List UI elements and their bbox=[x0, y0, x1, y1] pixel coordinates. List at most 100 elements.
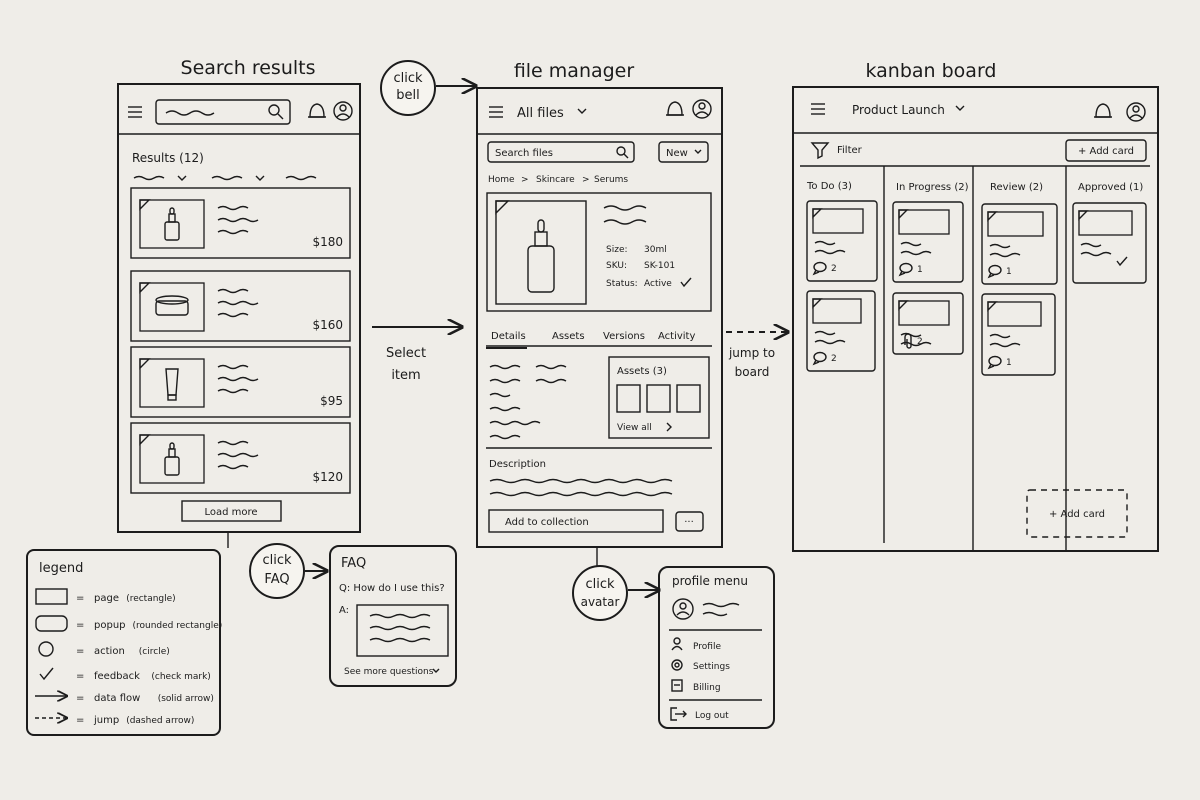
profile-email-scribble bbox=[702, 611, 728, 617]
legend-equals: = bbox=[76, 671, 84, 682]
product-card[interactable]: $120 bbox=[130, 422, 351, 494]
breadcrumb-sep: > bbox=[521, 175, 529, 185]
kanban-card[interactable]: 1 bbox=[892, 201, 964, 283]
kanban-card-count: 1 bbox=[1006, 267, 1012, 277]
description-label: Description bbox=[489, 459, 546, 470]
legend-equals: = bbox=[76, 646, 84, 657]
breadcrumb-home[interactable]: Home bbox=[488, 175, 515, 185]
chevron-down-icon[interactable] bbox=[432, 668, 440, 673]
faq-answer-prefix: A: bbox=[339, 605, 349, 616]
add-to-collection-button[interactable] bbox=[488, 509, 664, 533]
add-card-button-label: + Add card bbox=[1078, 146, 1134, 157]
search-files-input[interactable] bbox=[487, 141, 635, 163]
kanban-card[interactable]: 1 bbox=[981, 293, 1056, 376]
add-card-placeholder[interactable] bbox=[1026, 489, 1128, 538]
tab-activity[interactable]: Activity bbox=[658, 331, 695, 342]
breadcrumb-serums[interactable]: Serums bbox=[594, 175, 628, 185]
kanban-card[interactable]: 1 bbox=[981, 203, 1058, 285]
legend-term: page bbox=[94, 593, 119, 604]
filter-label[interactable]: Filter bbox=[837, 145, 863, 156]
chevron-down-icon[interactable] bbox=[577, 108, 587, 114]
new-button[interactable] bbox=[658, 141, 709, 163]
legend-term: jump bbox=[93, 715, 119, 726]
kanban-card-image bbox=[987, 211, 1044, 237]
detail-text-scribbles bbox=[489, 364, 567, 440]
kanban-card[interactable]: 2 bbox=[806, 290, 876, 372]
tab-assets[interactable]: Assets bbox=[552, 331, 585, 342]
menu-icon[interactable] bbox=[128, 106, 142, 118]
more-options-button[interactable] bbox=[675, 511, 704, 532]
tab-versions[interactable]: Versions bbox=[603, 331, 645, 342]
kanban-card-count: 1 bbox=[1006, 358, 1012, 368]
new-button-label: New bbox=[666, 148, 688, 159]
jump-to-board-line2: board bbox=[735, 365, 770, 379]
search-icon[interactable] bbox=[268, 104, 284, 120]
product-desc-scribble bbox=[217, 229, 249, 235]
sku-label: SKU: bbox=[606, 261, 627, 271]
filter-row[interactable] bbox=[133, 175, 317, 181]
product-launch-header[interactable]: Product Launch bbox=[852, 103, 945, 117]
kanban-card-image bbox=[812, 208, 864, 234]
see-more-questions-link[interactable]: See more questions bbox=[344, 667, 434, 677]
comment-icon bbox=[812, 351, 827, 366]
bell-icon[interactable] bbox=[1094, 103, 1112, 118]
kanban-card-frame bbox=[806, 290, 876, 372]
comment-icon bbox=[812, 261, 827, 276]
avatar-icon[interactable] bbox=[333, 101, 353, 121]
image-corner-mark bbox=[1078, 210, 1089, 221]
kanban-card-count: 2 bbox=[917, 337, 923, 347]
file-manager-title: file manager bbox=[514, 60, 635, 82]
breadcrumb-skincare[interactable]: Skincare bbox=[536, 175, 575, 185]
legend-popup-symbol bbox=[35, 615, 68, 632]
menu-icon[interactable] bbox=[811, 103, 825, 115]
click-avatar-line1: click bbox=[585, 577, 615, 592]
product-card[interactable]: $160 bbox=[130, 270, 351, 342]
kanban-card[interactable]: 2 bbox=[806, 200, 878, 282]
action-click-avatar bbox=[572, 565, 628, 621]
filter-icon[interactable] bbox=[810, 142, 830, 160]
kanban-card[interactable]: 2 bbox=[892, 292, 964, 355]
add-card-button[interactable] bbox=[1065, 139, 1147, 162]
product-desc-scribble bbox=[217, 388, 249, 394]
faq-title: FAQ bbox=[341, 556, 366, 571]
menu-item-logout[interactable]: Log out bbox=[695, 711, 729, 721]
menu-item-settings[interactable]: Settings bbox=[693, 662, 730, 672]
product-price: $160 bbox=[312, 318, 343, 332]
asset-thumbnail[interactable] bbox=[646, 384, 671, 413]
bell-icon[interactable] bbox=[666, 101, 684, 116]
load-more-button[interactable] bbox=[181, 500, 282, 522]
comment-icon bbox=[898, 262, 913, 277]
menu-item-billing[interactable]: Billing bbox=[693, 683, 721, 693]
legend-note: (check mark) bbox=[151, 672, 210, 682]
product-desc-scribble bbox=[217, 452, 259, 458]
kanban-card-desc-scribble bbox=[1080, 251, 1112, 257]
kanban-card-frame bbox=[806, 200, 878, 282]
tab-details[interactable]: Details bbox=[491, 331, 526, 342]
kanban-card[interactable] bbox=[1072, 202, 1147, 284]
legend-note: (rounded rectangle) bbox=[133, 621, 223, 631]
product-card[interactable]: $180 bbox=[130, 187, 351, 259]
results-count: Results (12) bbox=[132, 151, 204, 165]
search-input[interactable] bbox=[155, 99, 291, 125]
chevron-down-icon[interactable] bbox=[955, 105, 965, 111]
approved-check-icon bbox=[1116, 256, 1128, 267]
menu-item-profile[interactable]: Profile bbox=[693, 642, 721, 652]
asset-thumbnail[interactable] bbox=[676, 384, 701, 413]
avatar-icon[interactable] bbox=[1126, 102, 1146, 122]
menu-icon[interactable] bbox=[489, 106, 503, 118]
image-corner-mark bbox=[139, 434, 151, 446]
asset-thumbnail[interactable] bbox=[616, 384, 641, 413]
kanban-card-title-scribble bbox=[814, 330, 836, 336]
chevron-right-icon[interactable] bbox=[666, 422, 672, 432]
search-icon[interactable] bbox=[616, 146, 629, 159]
legend-action-symbol bbox=[38, 641, 54, 657]
product-card[interactable]: $95 bbox=[130, 346, 351, 418]
search-results-title: Search results bbox=[181, 57, 316, 79]
all-files-header[interactable]: All files bbox=[517, 106, 564, 121]
bell-icon[interactable] bbox=[308, 103, 326, 118]
kanban-card-count: 1 bbox=[917, 265, 923, 275]
avatar-icon[interactable] bbox=[692, 99, 712, 119]
chevron-down-icon bbox=[694, 149, 702, 154]
profile-name-scribble bbox=[702, 602, 740, 608]
view-all-link[interactable]: View all bbox=[617, 423, 652, 433]
